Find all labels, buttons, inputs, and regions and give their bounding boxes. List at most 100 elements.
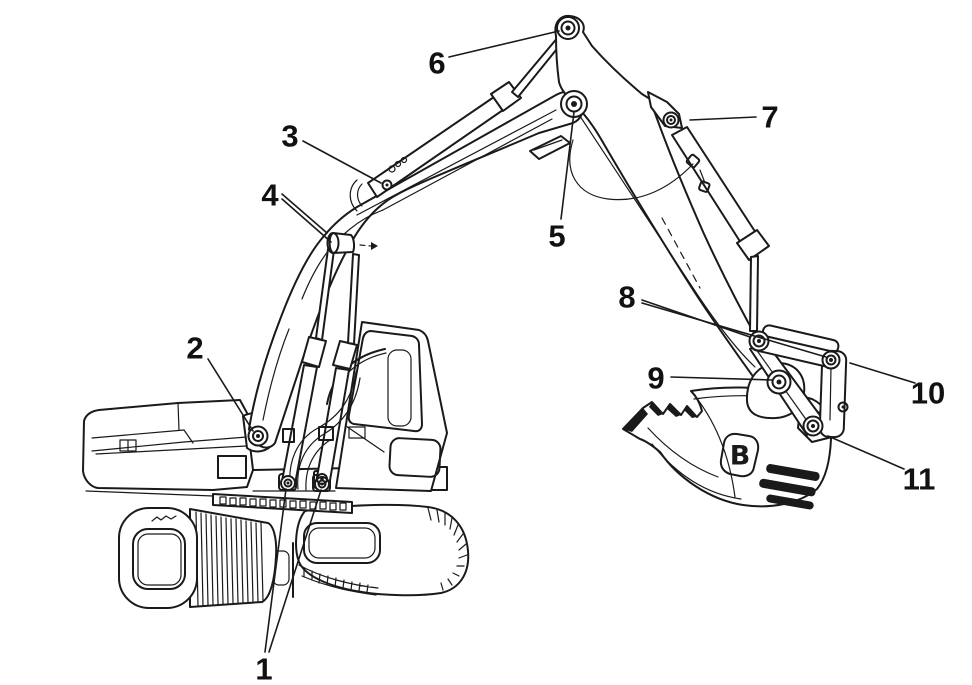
bucket-cylinder [671,126,840,354]
callout-7-number: 7 [761,100,778,135]
hose-clamp-1 [282,428,295,443]
callout-1-leader [268,489,322,653]
boom-cylinder-right-collar [332,340,358,370]
callout-2: 2 [186,331,254,432]
door-handle [348,426,366,439]
callout-2-number: 2 [186,331,203,366]
brand-badge [719,432,760,478]
pin-axis-arrowhead [371,242,378,250]
arm-hose [569,139,711,201]
callout-4-number: 4 [261,178,279,213]
lube-point-fitting [381,179,393,191]
callout-8: 8 [618,280,827,358]
cab-side-window [388,437,442,478]
arm-cylinder-base-arcs [349,179,363,212]
arm-contour [573,106,756,368]
callout-6-leader [448,30,560,58]
engine-housing [82,399,254,491]
callout-1-number: 1 [255,652,272,685]
cab [313,321,448,492]
callout-4-leader [281,198,332,243]
track-left-opening [132,528,186,590]
hydraulic-hoses [282,371,361,491]
track-left-face [137,533,182,586]
pin-link [821,350,841,370]
track-left [118,507,278,609]
boom-nose-strap-inner [533,139,563,151]
bucket-cylinder-rod [749,255,759,332]
callout-9: 9 [647,361,773,396]
bucket-tooth-shade-main [623,408,648,432]
bucket-cylinder-collar [736,229,770,261]
callout-1-leader [264,488,287,653]
callout-4: 4 [261,178,332,243]
bucket-tooth-shade-3 [684,406,697,418]
arm-hose-loop [569,139,694,201]
windshield-divider [387,349,412,427]
windshield [347,330,423,433]
track-right-frame-inner [308,527,376,559]
pin-bucket-link [802,415,824,437]
callout-11: 11 [827,435,936,497]
callout-2-leader [207,358,254,432]
callout-4-leader [281,193,328,234]
hood-small-rects [119,439,137,452]
wiper-line [345,425,385,453]
lube-point-center [385,183,389,187]
boom [248,90,584,449]
callout-6: 6 [428,30,560,81]
bucket-contour-1 [651,443,742,500]
swing-strip [212,493,353,514]
callout-3-leader [302,140,382,184]
track-right-treads [427,507,468,591]
callout-11-leader [827,435,905,470]
callout-5: 5 [548,111,575,254]
grease-fitting-b [394,160,402,168]
callout-9-number: 9 [647,361,664,396]
callout-6-number: 6 [428,46,445,81]
track-left-lugs [151,515,177,522]
rod-end-pin-face [326,232,340,254]
track-right [295,503,470,597]
callout-11-number: 11 [903,462,936,497]
wear-bar-2 [759,478,816,497]
pin-bucket-pivot [766,369,792,395]
boom-contour-1 [301,118,553,300]
wear-bar-1 [766,464,820,481]
undercarriage [85,490,470,609]
callout-10: 10 [849,362,945,411]
bolt-side-link [837,401,849,413]
boom-contour-2 [262,328,290,421]
callout-3-number: 3 [281,119,298,154]
callout-1: 1 [255,488,322,685]
hose-3 [305,439,331,491]
pin-boom-nose [560,90,588,118]
pin-boom-top [556,16,580,40]
bucket-tooth-shade-2 [667,404,681,417]
grease-fitting-c [400,156,408,164]
callout-7: 7 [689,100,779,135]
hose-clamp-2 [318,426,334,441]
callout-9-leader [670,376,773,381]
callout-3: 3 [281,119,382,184]
swing-teeth [219,496,347,511]
track-right-bottom-band [298,564,379,596]
callout-7-leader [689,116,757,121]
track-right-belt [295,503,470,597]
boom-cylinder-right-rod [347,253,360,345]
deck-base-line [85,490,214,497]
arm-hose-fitting-1 [685,153,701,169]
hood-panel-lines [91,402,248,455]
boom-top-plate-line [356,109,557,216]
side-link-slot [829,367,832,421]
boom-nose-strap [529,135,571,160]
bucket-contour-3 [647,427,719,478]
brand-badge-letter: B [730,441,751,472]
arm-hose-fitting-2 [698,180,711,193]
callout-5-number: 5 [548,219,565,254]
pins [247,16,849,492]
callout-8-leader [641,302,827,358]
arm-cylinder [349,29,570,212]
